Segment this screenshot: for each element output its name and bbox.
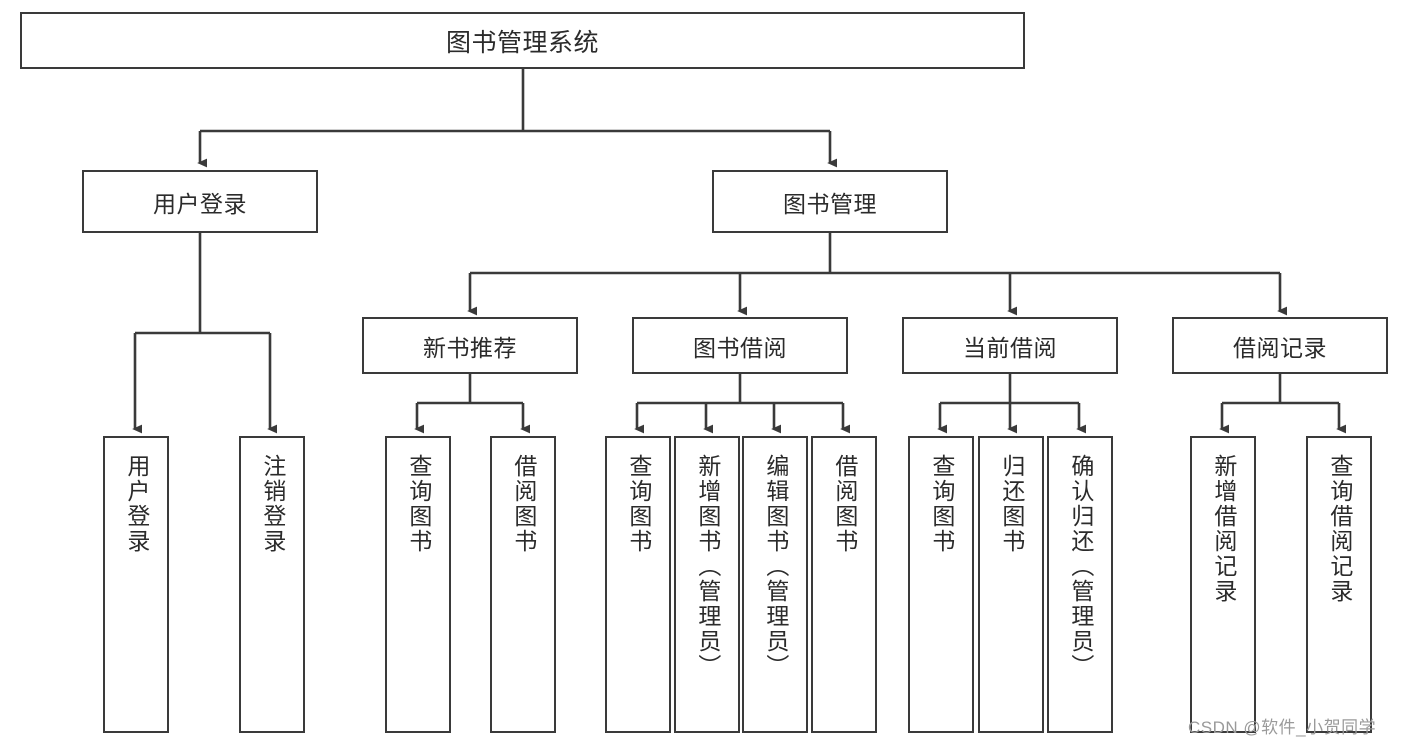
csdn-watermark: CSDN @软件_小贺同学 [1188,718,1377,737]
leaf-user-login-login[interactable]: 用户登录 [103,436,169,733]
node-new-book-recommend-label: 新书推荐 [423,334,517,361]
node-root-label: 图书管理系统 [445,28,599,57]
leaf-label: 新增借阅记录 [1210,454,1237,604]
node-root[interactable]: 图书管理系统 [20,12,1025,69]
node-current-borrow-label: 当前借阅 [963,334,1057,361]
node-borrow-record[interactable]: 借阅记录 [1172,317,1388,374]
leaf-book-borrow-add[interactable]: 新增图书（管理员） [674,436,740,733]
leaf-label: 查询借阅记录 [1326,454,1353,604]
node-borrow-record-label: 借阅记录 [1233,334,1327,361]
leaf-label: 确认归还（管理员） [1067,454,1094,679]
leaf-label: 用户登录 [123,454,150,554]
node-book-borrow[interactable]: 图书借阅 [632,317,848,374]
leaf-book-borrow-borrow[interactable]: 借阅图书 [811,436,877,733]
node-book-management[interactable]: 图书管理 [712,170,948,233]
leaf-book-borrow-query[interactable]: 查询图书 [605,436,671,733]
node-new-book-recommend[interactable]: 新书推荐 [362,317,578,374]
node-book-management-label: 图书管理 [783,190,877,217]
leaf-current-borrow-confirm-return[interactable]: 确认归还（管理员） [1047,436,1113,733]
leaf-current-borrow-query[interactable]: 查询图书 [908,436,974,733]
leaf-user-login-logout[interactable]: 注销登录 [239,436,305,733]
leaf-label: 注销登录 [259,454,286,554]
node-book-borrow-label: 图书借阅 [693,334,787,361]
node-current-borrow[interactable]: 当前借阅 [902,317,1118,374]
leaf-current-borrow-return[interactable]: 归还图书 [978,436,1044,733]
leaf-label: 借阅图书 [510,454,537,554]
leaf-label: 借阅图书 [831,454,858,554]
node-user-login-label: 用户登录 [153,190,247,217]
leaf-new-book-query[interactable]: 查询图书 [385,436,451,733]
leaf-borrow-record-query[interactable]: 查询借阅记录 [1306,436,1372,733]
leaf-label: 归还图书 [998,454,1025,554]
leaf-label: 查询图书 [405,454,432,554]
leaf-new-book-borrow[interactable]: 借阅图书 [490,436,556,733]
leaf-book-borrow-edit[interactable]: 编辑图书（管理员） [742,436,808,733]
node-user-login[interactable]: 用户登录 [82,170,318,233]
leaf-label: 查询图书 [625,454,652,554]
leaf-label: 新增图书（管理员） [694,454,721,679]
leaf-borrow-record-add[interactable]: 新增借阅记录 [1190,436,1256,733]
leaf-label: 查询图书 [928,454,955,554]
leaf-label: 编辑图书（管理员） [762,454,789,679]
